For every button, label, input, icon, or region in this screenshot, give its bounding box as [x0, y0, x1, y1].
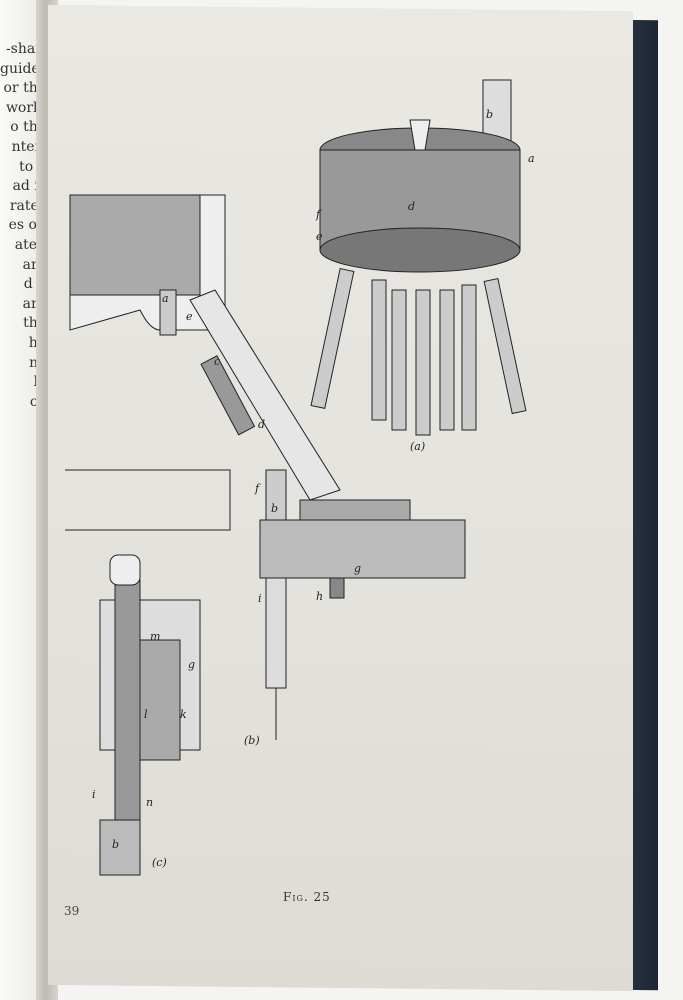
part-labels: b a f e d (a) a e c d f b g h i (b) m g … — [92, 108, 535, 869]
svg-text:g: g — [354, 562, 361, 575]
svg-text:e: e — [316, 230, 323, 243]
svg-text:(a): (a) — [410, 440, 425, 453]
svg-text:g: g — [188, 658, 195, 671]
figure-c-section — [99, 554, 201, 876]
svg-text:i: i — [92, 788, 96, 801]
page-number: 39 — [64, 904, 80, 918]
svg-text:b: b — [112, 838, 119, 851]
figure-a-spindle-head — [310, 79, 527, 436]
left-page-line: -shaft — [5, 41, 46, 57]
svg-text:b: b — [486, 108, 493, 121]
svg-text:a: a — [528, 152, 535, 165]
svg-text:h: h — [316, 590, 323, 603]
svg-text:b: b — [271, 502, 278, 515]
svg-text:d: d — [258, 418, 265, 431]
left-page-line: guides — [0, 60, 46, 77]
svg-text:f: f — [315, 208, 322, 221]
svg-text:d: d — [408, 200, 415, 213]
svg-text:(c): (c) — [152, 856, 167, 869]
svg-text:c: c — [214, 355, 220, 368]
svg-text:e: e — [186, 310, 193, 323]
figure-b-linkage — [65, 194, 466, 740]
figure-caption: Fig. 25 — [283, 890, 331, 904]
svg-text:l: l — [144, 708, 148, 721]
svg-text:k: k — [180, 708, 187, 721]
svg-text:(b): (b) — [244, 734, 260, 747]
svg-text:m: m — [150, 630, 160, 643]
svg-text:a: a — [162, 292, 169, 305]
left-page-line: or the — [3, 80, 47, 97]
svg-text:f: f — [254, 482, 261, 495]
left-page-line: work. — [5, 99, 46, 116]
svg-text:n: n — [146, 796, 153, 809]
svg-text:i: i — [258, 592, 262, 605]
